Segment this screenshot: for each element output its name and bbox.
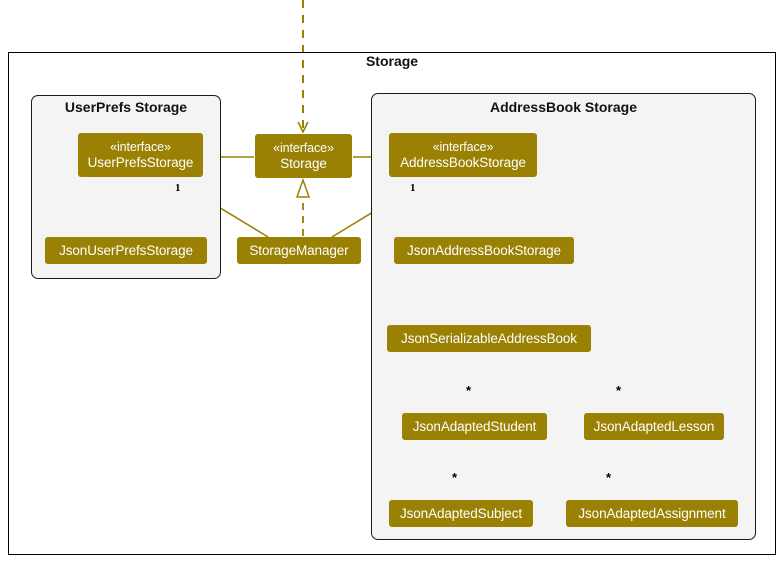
multiplicity-subject-star: * — [452, 470, 458, 485]
class-jsonaddressbookstorage[interactable]: JsonAddressBookStorage — [394, 237, 574, 264]
class-storagemanager[interactable]: StorageManager — [237, 237, 361, 264]
class-jsonuserprefsstorage-name: JsonUserPrefsStorage — [59, 242, 193, 258]
class-storagemanager-name: StorageManager — [249, 242, 349, 258]
multiplicity-student-star: * — [466, 383, 472, 398]
class-jsonadaptedassignment-name: JsonAdaptedAssignment — [578, 505, 726, 521]
class-jsonadaptedsubject[interactable]: JsonAdaptedSubject — [389, 500, 533, 527]
class-storage-name: Storage — [280, 155, 327, 171]
class-jsonadaptedsubject-name: JsonAdaptedSubject — [399, 505, 523, 521]
class-addressbookstorage-stereotype: «interface» — [432, 139, 494, 154]
class-userprefsstorage[interactable]: «interface» UserPrefsStorage — [78, 133, 203, 177]
class-userprefsstorage-name: UserPrefsStorage — [87, 154, 194, 170]
multiplicity-lesson-star: * — [616, 383, 622, 398]
class-jsonadaptedlesson-name: JsonAdaptedLesson — [593, 418, 715, 434]
class-jsonadaptedlesson[interactable]: JsonAdaptedLesson — [584, 413, 724, 440]
class-addressbookstorage[interactable]: «interface» AddressBookStorage — [389, 133, 537, 177]
class-jsonadaptedassignment[interactable]: JsonAdaptedAssignment — [566, 500, 738, 527]
class-jsonadaptedstudent-name: JsonAdaptedStudent — [412, 418, 537, 434]
multiplicity-addressbook-one: 1 — [410, 182, 416, 194]
addressbook-storage-package-title: AddressBook Storage — [489, 99, 638, 115]
class-addressbookstorage-name: AddressBookStorage — [400, 154, 526, 170]
multiplicity-userprefs-one: 1 — [175, 182, 181, 194]
class-jsonaddressbookstorage-name: JsonAddressBookStorage — [407, 242, 561, 258]
outer-storage-frame — [8, 52, 776, 555]
multiplicity-assignment-star: * — [606, 470, 612, 485]
class-storage[interactable]: «interface» Storage — [255, 134, 352, 178]
userprefs-storage-package-title: UserPrefs Storage — [64, 99, 188, 115]
class-jsonserializableaddressbook-name: JsonSerializableAddressBook — [401, 330, 577, 346]
outer-storage-frame-title: Storage — [365, 53, 419, 69]
class-userprefsstorage-stereotype: «interface» — [110, 139, 171, 154]
class-jsonuserprefsstorage[interactable]: JsonUserPrefsStorage — [45, 237, 207, 264]
class-jsonserializableaddressbook[interactable]: JsonSerializableAddressBook — [387, 325, 591, 352]
class-storage-stereotype: «interface» — [273, 140, 334, 155]
class-jsonadaptedstudent[interactable]: JsonAdaptedStudent — [402, 413, 547, 440]
